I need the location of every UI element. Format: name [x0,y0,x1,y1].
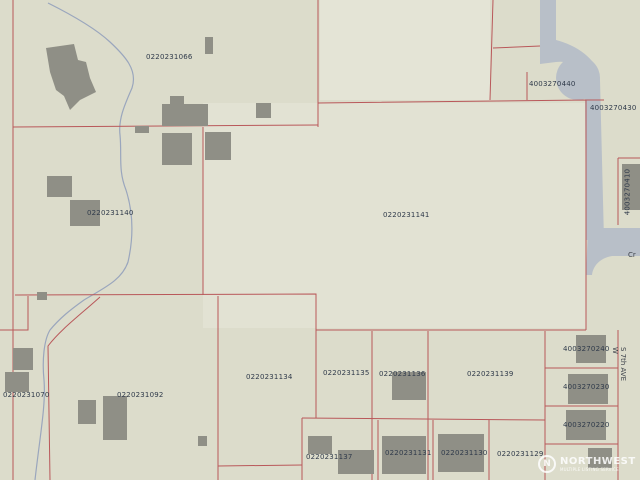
parcel-label-0220231092: 0220231092 [117,391,164,399]
building [70,200,100,226]
northwest-logo-icon: N [538,455,556,473]
parcel-label-0220231141: 0220231141 [383,211,430,219]
building [103,396,127,440]
building [205,132,231,160]
building [5,372,29,392]
parcel-label-0220231140: 0220231140 [87,209,134,217]
parcel-label-0220231134: 0220231134 [246,373,293,381]
parcel-label-0220231139: 0220231139 [467,370,514,378]
roads [540,0,640,275]
building [308,436,332,454]
building [588,448,612,468]
parcel-label-0220231129: 0220231129 [497,450,544,458]
building [47,176,72,197]
parcel-line [492,45,541,49]
cul-de-sac-bulb [556,56,600,100]
parcel-label-0220231136: 0220231136 [379,370,426,378]
street-label-7th-ave: S 7th AVE W [611,347,627,382]
watermark-text: NORTHWEST MULTIPLE LISTING SERVICE [560,455,636,472]
building [566,410,606,440]
parcel-label-0220231066: 0220231066 [146,53,193,61]
parcel-label-0220231137: 0220231137 [306,453,353,461]
northwest-mls-watermark: N NORTHWEST MULTIPLE LISTING SERVICE [538,452,638,476]
parcel-line [489,0,494,101]
watermark-name: NORTHWEST [560,455,636,467]
stream-line [34,2,134,480]
parcel-label-4003270220: 4003270220 [563,421,610,429]
building [568,374,608,404]
parcel-line [301,417,546,421]
buildings [5,37,640,474]
building [162,133,192,165]
parcel-line [0,296,29,331]
building [392,372,426,400]
building [438,434,484,472]
building [576,335,606,363]
building [198,436,207,446]
building [135,126,149,133]
street-label-cr: Cr [628,251,636,259]
parcel-label-0220231135: 0220231135 [323,369,370,377]
building [256,103,271,118]
building [162,104,208,126]
parcel-line [14,293,317,330]
large-lot-tint [203,103,586,328]
parcel-label-4003270440: 4003270440 [529,80,576,88]
building [338,450,374,474]
parcel-label-4003270430: 4003270430 [590,104,637,112]
parcel-label-0220231131: 0220231131 [385,449,432,457]
parcel-label-4003270240: 4003270240 [563,345,610,353]
parcel-label-4003270410: 4003270410 [623,168,632,216]
building [622,164,640,210]
building [13,348,33,370]
building [205,37,213,54]
cross-street-road [586,228,640,275]
parcel-line [47,296,101,480]
building [37,292,47,300]
parcel-label-4003270230: 4003270230 [563,383,610,391]
parcel-label-0220231130: 0220231130 [441,449,488,457]
upper-lot-tint [320,0,490,100]
parcel-line [217,464,303,467]
building [78,400,96,424]
building [382,436,426,474]
building [46,44,96,110]
watermark-subtitle: MULTIPLE LISTING SERVICE [560,466,619,472]
parcel-label-0220231070: 0220231070 [3,391,50,399]
